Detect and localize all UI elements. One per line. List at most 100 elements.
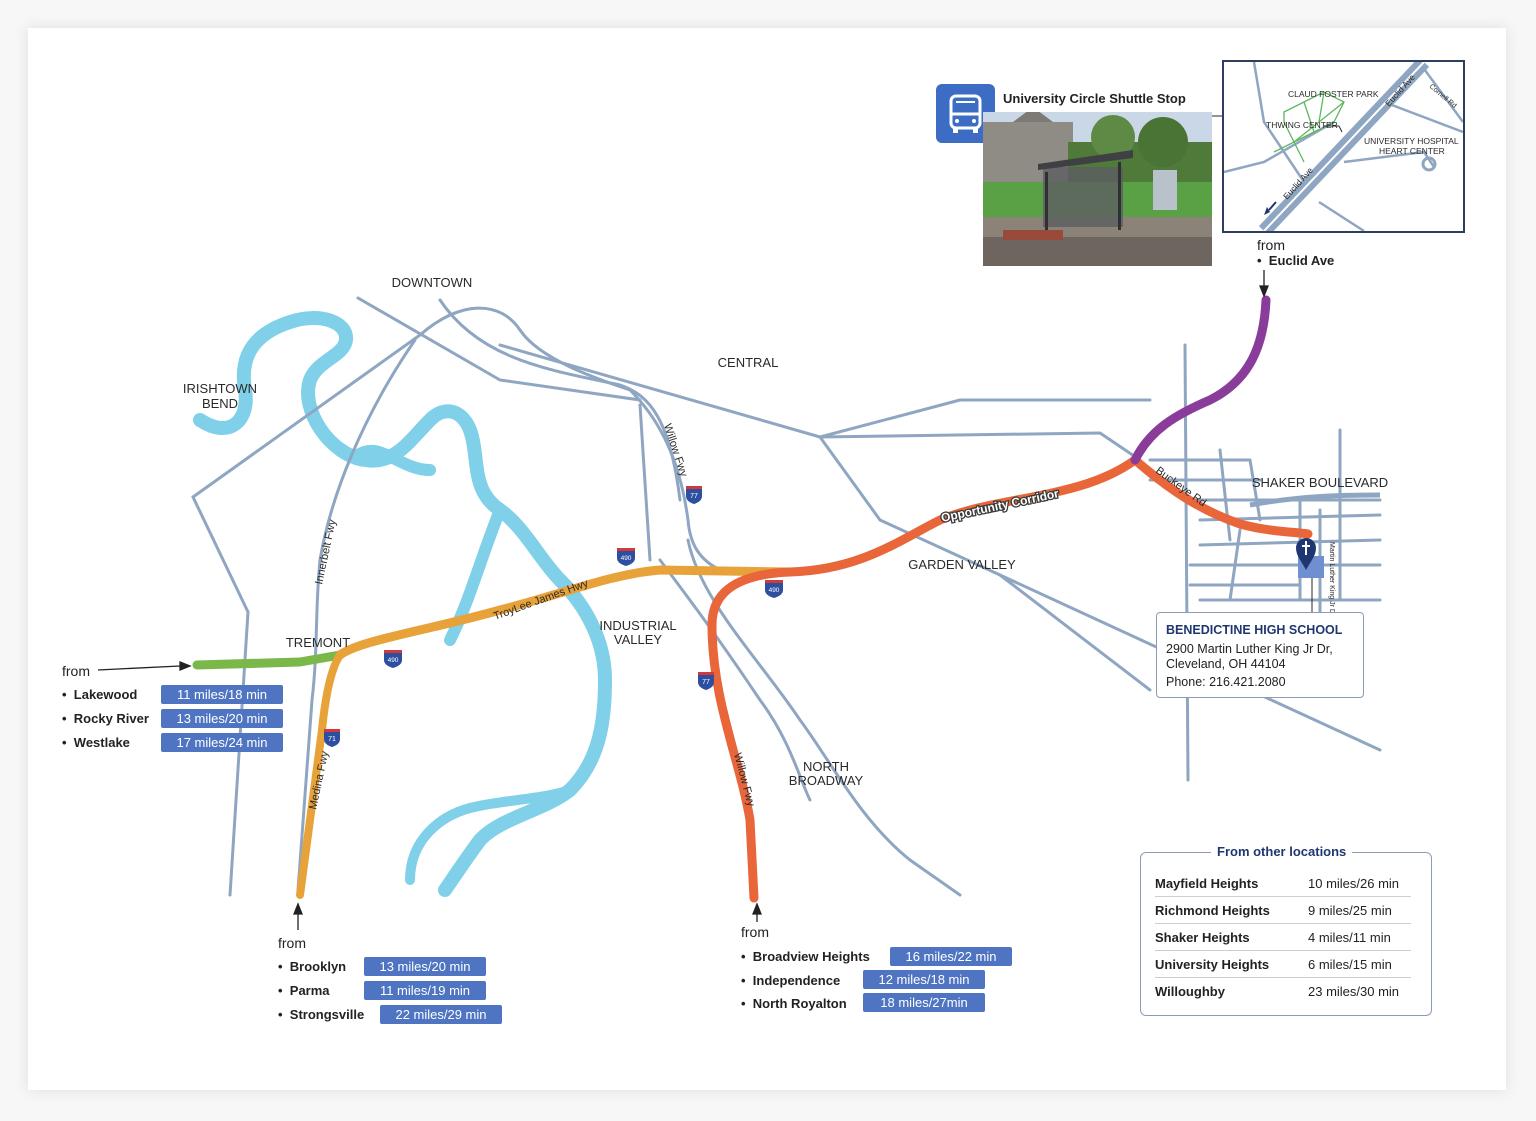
- route-troylee: [335, 565, 795, 660]
- area-label-irishtown-2: BEND: [202, 396, 238, 411]
- road-industrial: [658, 558, 812, 802]
- area-label-industrial-2: VALLEY: [614, 632, 663, 647]
- list-item: • Lakewood: [62, 687, 138, 702]
- table-row: Willoughby 23 miles/30 min: [1155, 984, 1400, 999]
- distance-badge: 13 miles/20 min: [364, 957, 486, 976]
- road-label-mlk: Martin Luther King Jr Dr: [1328, 542, 1335, 617]
- river-lower: [405, 785, 575, 885]
- list-item: • Rocky River: [62, 711, 149, 726]
- road-willow-north-b: [638, 403, 652, 562]
- table-row: Mayfield Heights 10 miles/26 min: [1155, 869, 1411, 897]
- shuttle-inset-map: CLAUD FOSTER PARK THWING CENTER UNIVERSI…: [1222, 60, 1465, 233]
- list-item: • Independence: [741, 973, 841, 988]
- inset-label-cornell: Cornell Rd: [1428, 83, 1458, 110]
- shield-i77-south: 77: [698, 672, 714, 690]
- shield-i71: 71: [324, 729, 340, 747]
- road-downtown-c: [438, 298, 682, 502]
- from-street-name: Euclid Ave: [1268, 253, 1335, 268]
- road-label-buckeye: Buckeye Rd: [1153, 465, 1208, 510]
- road-west-diagonal: [191, 333, 422, 499]
- area-label-tremont: TREMONT: [286, 635, 350, 650]
- from-street-north: • Euclid Ave: [1257, 253, 1335, 268]
- table-row: University Heights 6 miles/15 min: [1155, 950, 1411, 978]
- route-west: [192, 650, 345, 670]
- road-central-east: [818, 398, 1152, 439]
- school-phone[interactable]: Phone: 216.421.2080: [1166, 675, 1286, 689]
- road-label-medina: Medina Fwy: [307, 750, 331, 811]
- shuttle-stop-photo: [983, 112, 1212, 266]
- school-name: BENEDICTINE HIGH SCHOOL: [1166, 623, 1343, 637]
- route-willow-south: [707, 567, 795, 903]
- distance-badge: 11 miles/19 min: [364, 981, 486, 1000]
- river-cuyahoga: [193, 311, 612, 897]
- shield-i490-c: 490: [384, 650, 402, 668]
- road-west-edge: [191, 495, 250, 897]
- svg-text:490: 490: [388, 657, 399, 664]
- road-central: [498, 343, 1142, 462]
- shuttle-stop-title: University Circle Shuttle Stop: [1003, 91, 1186, 106]
- distance-badge: 16 miles/22 min: [890, 947, 1012, 966]
- area-label-downtown: DOWNTOWN: [392, 275, 473, 290]
- svg-text:490: 490: [769, 587, 780, 594]
- area-label-garden-valley: GARDEN VALLEY: [908, 557, 1016, 572]
- rivers: [193, 311, 612, 897]
- school-address-line-1: 2900 Martin Luther King Jr Dr,: [1166, 642, 1333, 656]
- distance-badge: 22 miles/29 min: [380, 1005, 502, 1024]
- shield-i490-a: 490: [617, 548, 635, 566]
- shield-i77-north: 77: [686, 486, 702, 504]
- table-row: Shaker Heights 4 miles/11 min: [1155, 923, 1411, 951]
- distance-badge: 13 miles/20 min: [161, 709, 283, 728]
- route-buckeye: [1130, 455, 1313, 539]
- area-label-shaker-boulevard: SHAKER BOULEVARD: [1252, 475, 1388, 490]
- routes: [192, 295, 1313, 903]
- road-i77-branch: [686, 538, 962, 897]
- shield-i490-b: 490: [765, 580, 783, 598]
- from-label-south: from: [741, 924, 769, 940]
- distance-badge: 18 miles/27min: [863, 993, 985, 1012]
- map-pin-cross-icon[interactable]: [1296, 538, 1316, 570]
- river-branch: [352, 444, 506, 646]
- distance-badge: 11 miles/18 min: [161, 685, 283, 704]
- area-label-industrial-1: INDUSTRIAL: [599, 618, 676, 633]
- from-arrows: [97, 270, 1269, 930]
- svg-text:77: 77: [702, 679, 710, 686]
- from-label-south-west: from: [278, 935, 306, 951]
- road-label-innerbelt: Innerbelt Fwy: [313, 518, 339, 586]
- list-item: • Westlake: [62, 735, 130, 750]
- list-item: • Brooklyn: [278, 959, 347, 974]
- other-locations-table: From other locations Mayfield Heights 10…: [1140, 844, 1432, 1016]
- area-label-irishtown-1: IRISHTOWN: [183, 381, 257, 396]
- road-downtown-a: [356, 296, 642, 402]
- list-item: • Broadview Heights: [741, 949, 870, 964]
- road-willow-north: [628, 388, 722, 572]
- svg-text:77: 77: [690, 493, 698, 500]
- inset-label-park: CLAUD FOSTER PARK: [1288, 89, 1379, 99]
- road-label-willow-south: Willow Fwy: [731, 752, 757, 809]
- road-label-opportunity: Opportunity Corridor: [940, 486, 1061, 525]
- road-shaker-grid: [1183, 343, 1190, 782]
- distance-badge: 12 miles/18 min: [863, 970, 985, 989]
- inset-label-hospital-2: HEART CENTER: [1379, 146, 1445, 156]
- route-south-west: [296, 651, 344, 899]
- area-label-north-broadway-2: BROADWAY: [789, 773, 864, 788]
- area-label-central: CENTRAL: [718, 355, 779, 370]
- svg-text:71: 71: [328, 736, 336, 743]
- from-label-west: from: [62, 663, 90, 679]
- table-row: Richmond Heights 9 miles/25 min: [1155, 896, 1411, 924]
- route-euclid: [1130, 295, 1271, 465]
- svg-text:490: 490: [621, 555, 632, 562]
- area-label-north-broadway-1: NORTH: [803, 759, 849, 774]
- from-label-north: from: [1257, 237, 1285, 253]
- route-opportunity: [785, 455, 1140, 577]
- distance-badge: 17 miles/24 min: [161, 733, 283, 752]
- list-item: • Strongsville: [278, 1007, 365, 1022]
- inset-label-thwing: THWING CENTER: [1266, 120, 1338, 130]
- school-info-box: BENEDICTINE HIGH SCHOOL 2900 Martin Luth…: [1156, 612, 1364, 698]
- road-garden-valley: [818, 435, 1152, 692]
- list-item: • Parma: [278, 983, 330, 998]
- road-network: [191, 296, 1382, 897]
- school-address-line-2: Cleveland, OH 44104: [1166, 657, 1286, 671]
- road-shaker-blvd: [1249, 492, 1381, 508]
- other-locations-title: From other locations: [1211, 844, 1353, 859]
